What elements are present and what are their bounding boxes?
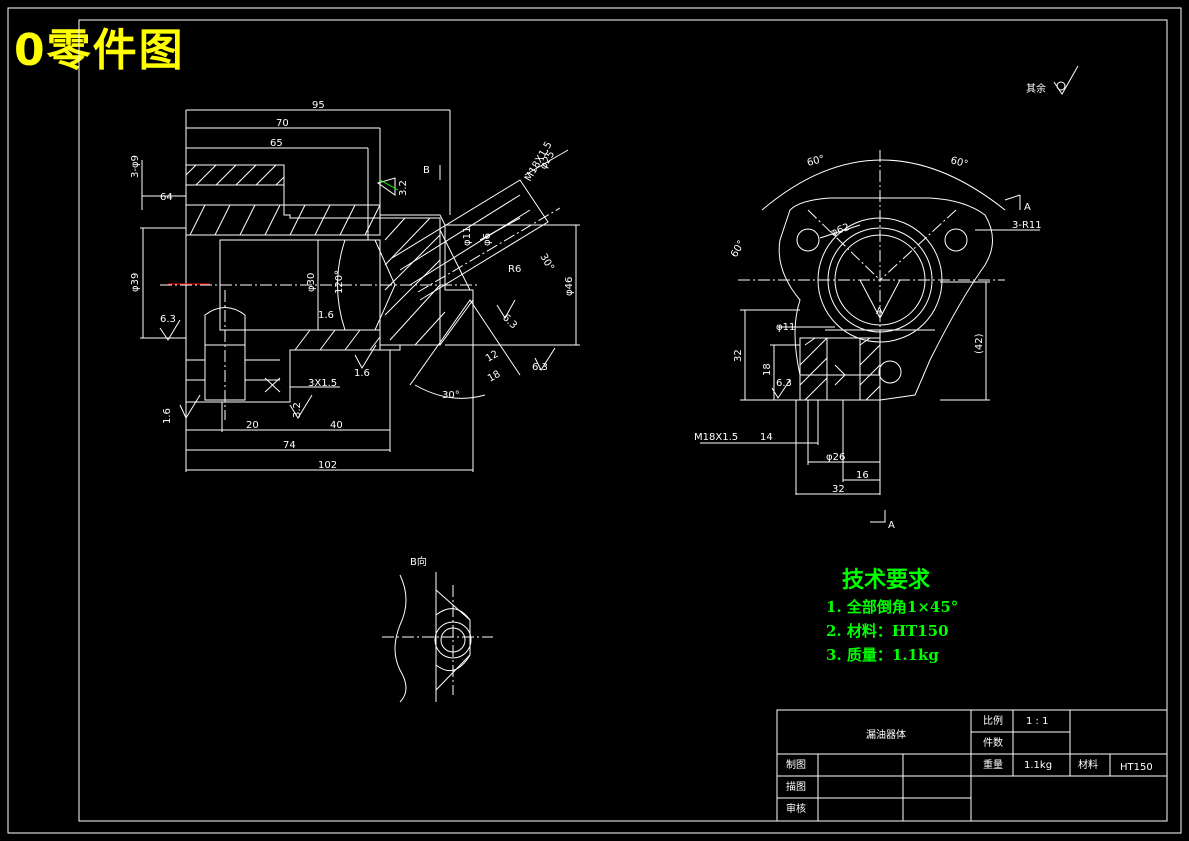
page-title: 0零件图 xyxy=(14,25,185,76)
svg-text:(42): (42) xyxy=(974,333,985,354)
svg-text:A: A xyxy=(888,520,895,531)
svg-text:74: 74 xyxy=(283,440,296,451)
svg-text:1.6: 1.6 xyxy=(162,408,173,424)
svg-text:95: 95 xyxy=(312,100,325,111)
svg-text:审核: 审核 xyxy=(786,802,806,815)
svg-text:φ30: φ30 xyxy=(306,273,317,292)
svg-text:M18X1.5: M18X1.5 xyxy=(694,432,738,443)
svg-text:30°: 30° xyxy=(537,252,555,273)
svg-text:B: B xyxy=(423,165,430,176)
requirement-item: 1. 全部倒角1×45° xyxy=(826,598,959,616)
svg-text:材料: 材料 xyxy=(1078,758,1098,771)
svg-text:φ39: φ39 xyxy=(130,273,141,292)
svg-text:φ11: φ11 xyxy=(462,227,473,246)
svg-text:6.3: 6.3 xyxy=(160,314,176,325)
svg-text:18: 18 xyxy=(486,369,503,385)
part-name: 漏油器体 xyxy=(866,728,906,741)
requirements-title: 技术要求 xyxy=(842,567,931,593)
svg-text:1.1kg: 1.1kg xyxy=(1024,760,1052,771)
svg-text:1.6: 1.6 xyxy=(318,310,334,321)
svg-text:30°: 30° xyxy=(442,390,460,401)
other-finish-label: 其余 xyxy=(1026,82,1046,95)
requirement-item: 3. 质量：1.1kg xyxy=(826,646,939,664)
svg-text:12: 12 xyxy=(484,349,501,365)
svg-text:3-φ9: 3-φ9 xyxy=(130,155,141,178)
svg-text:1 : 1: 1 : 1 xyxy=(1026,716,1048,727)
title-block xyxy=(776,709,1168,822)
requirement-item: 2. 材料：HT150 xyxy=(826,622,949,640)
svg-text:φ6: φ6 xyxy=(482,233,493,246)
svg-text:A: A xyxy=(876,306,883,317)
title-block-text: 漏油器体 比例 1 : 1 件数 重量 1.1kg 材料 HT150 制图 描图… xyxy=(786,714,1153,815)
outer-frame xyxy=(7,7,1182,834)
svg-text:60°: 60° xyxy=(729,239,747,260)
svg-text:R6: R6 xyxy=(508,264,521,275)
svg-text:φ11: φ11 xyxy=(776,322,795,333)
svg-text:18: 18 xyxy=(762,363,773,376)
svg-text:60°: 60° xyxy=(949,155,969,170)
svg-text:40: 40 xyxy=(330,420,343,431)
svg-text:φ46: φ46 xyxy=(564,277,575,296)
svg-text:32: 32 xyxy=(733,349,744,362)
svg-text:6.3: 6.3 xyxy=(532,362,548,373)
inner-frame xyxy=(78,19,1168,822)
svg-text:φ62: φ62 xyxy=(829,222,851,239)
svg-text:60°: 60° xyxy=(806,154,826,169)
svg-text:20: 20 xyxy=(246,420,259,431)
front-green-mark xyxy=(379,179,399,191)
svg-text:3X1.5: 3X1.5 xyxy=(308,378,337,389)
svg-text:3-R11: 3-R11 xyxy=(1012,220,1042,231)
svg-text:重量: 重量 xyxy=(983,758,1003,771)
svg-text:102: 102 xyxy=(318,460,337,471)
svg-text:HT150: HT150 xyxy=(1120,762,1153,773)
detail-view-label: B向 xyxy=(410,555,427,568)
svg-text:3.2: 3.2 xyxy=(292,402,303,418)
svg-text:14: 14 xyxy=(760,432,773,443)
svg-text:65: 65 xyxy=(270,138,283,149)
svg-text:64: 64 xyxy=(160,192,173,203)
side-view-dims: 60° 60° 60° φ62 3-R11 A A A φ11 32 18 6.… xyxy=(694,154,1042,531)
svg-text:120°: 120° xyxy=(334,270,345,294)
svg-text:3.2: 3.2 xyxy=(398,180,409,196)
svg-text:6.3: 6.3 xyxy=(776,378,792,389)
svg-text:比例: 比例 xyxy=(983,714,1003,727)
svg-text:制图: 制图 xyxy=(786,758,806,771)
svg-text:A: A xyxy=(1024,202,1031,213)
side-view xyxy=(700,150,1040,523)
svg-text:16: 16 xyxy=(856,470,869,481)
detail-view-b xyxy=(382,572,493,703)
svg-text:描图: 描图 xyxy=(786,780,806,793)
svg-text:70: 70 xyxy=(276,118,289,129)
svg-text:1.6: 1.6 xyxy=(354,368,370,379)
roughness-symbol xyxy=(1053,65,1079,95)
svg-text:32: 32 xyxy=(832,484,845,495)
front-view xyxy=(140,109,580,472)
svg-text:φ26: φ26 xyxy=(826,452,845,463)
svg-text:件数: 件数 xyxy=(983,736,1003,749)
